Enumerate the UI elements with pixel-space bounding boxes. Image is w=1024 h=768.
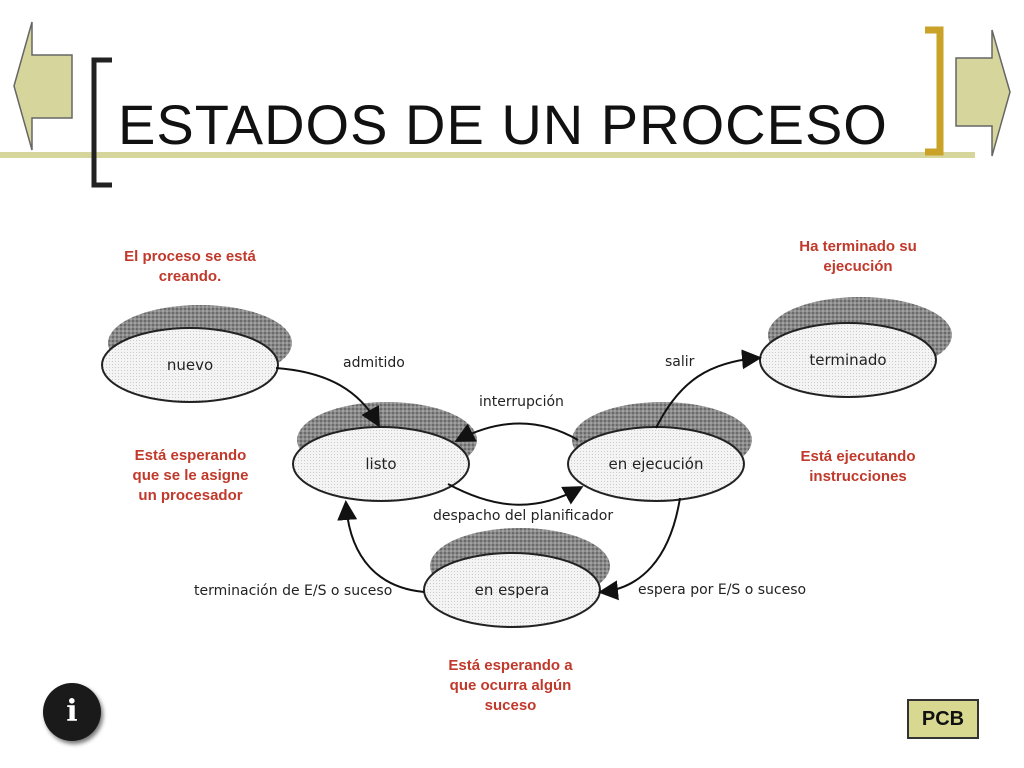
note-ejecucion: Está ejecutando instrucciones (800, 448, 916, 485)
edge-despacho (447, 483, 584, 506)
page-title: ESTADOS DE UN PROCESO (118, 93, 888, 156)
edge-terminacion-es (337, 500, 425, 593)
state-label-ejecucion: en ejecución (609, 455, 704, 473)
right-arrow-icon (955, 29, 1011, 157)
info-button[interactable]: i (43, 683, 101, 741)
state-terminado: terminado (759, 297, 952, 398)
state-ejecucion: en ejecución (567, 402, 752, 502)
title-underline (0, 152, 975, 158)
left-bracket (91, 57, 112, 188)
edge-interrupcion (454, 422, 579, 442)
edge-espera-es (598, 497, 681, 601)
note-espera: Está esperando a que ocurra algún suceso (448, 657, 573, 714)
state-espera: en espera (423, 528, 610, 628)
next-slide-arrow[interactable] (940, 0, 1024, 170)
right-bracket (925, 26, 944, 156)
state-label-terminado: terminado (809, 351, 886, 369)
note-listo: Está esperando que se le asigne un proce… (132, 447, 249, 504)
edge-label-admitido: admitido (343, 355, 405, 371)
edge-label-terminacion-es: terminación de E/S o suceso (194, 583, 392, 599)
pcb-button[interactable]: PCB (907, 699, 979, 739)
state-label-listo: listo (365, 455, 396, 473)
note-nuevo: El proceso se está creando. (124, 248, 256, 285)
state-listo: listo (292, 402, 477, 502)
edge-label-interrupcion: interrupción (479, 394, 564, 410)
edge-label-despacho: despacho del planificador (433, 508, 613, 524)
state-nuevo: nuevo (101, 305, 292, 403)
info-icon: i (66, 694, 78, 729)
state-label-espera: en espera (475, 581, 550, 599)
prev-slide-arrow[interactable] (0, 0, 100, 170)
edge-label-salir: salir (665, 354, 695, 370)
edge-salir (655, 349, 762, 429)
title-frame (0, 26, 975, 188)
left-arrow-icon (13, 21, 73, 151)
edge-admitido (275, 367, 380, 428)
note-terminado: Ha terminado su ejecución (799, 238, 917, 275)
edge-label-espera-es: espera por E/S o suceso (638, 582, 806, 598)
state-label-nuevo: nuevo (167, 356, 213, 374)
